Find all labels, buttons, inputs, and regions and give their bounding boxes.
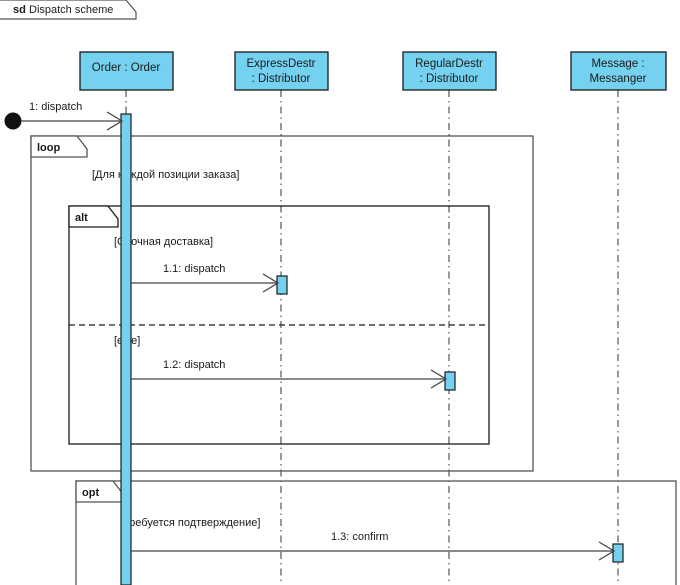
message-1-3-label: 1.3: confirm (331, 531, 388, 543)
arrowhead-icon (430, 369, 448, 389)
fragment-loop[interactable]: loop [Для каждой позиции заказа] (30, 135, 534, 472)
message-1-3-confirm[interactable]: 1.3: confirm (131, 531, 616, 561)
fragment-alt-guard-1: [Срочная доставка] (114, 236, 213, 248)
arrowhead-icon (106, 111, 124, 131)
fragment-loop-operator: loop (37, 142, 60, 154)
lifeline-header-message[interactable]: Message : Messanger (570, 51, 667, 91)
arrowhead-icon (262, 273, 280, 293)
message-1-2-dispatch[interactable]: 1.2: dispatch (131, 359, 448, 389)
activation-bar-order (120, 113, 132, 585)
fragment-alt[interactable]: alt [Срочная доставка] [else] (68, 205, 490, 445)
fragment-loop-guard: [Для каждой позиции заказа] (92, 169, 239, 181)
message-1-dispatch[interactable]: 1: dispatch (21, 101, 124, 131)
fragment-opt-guard: [Требуется подтверждение] (120, 517, 260, 529)
lifeline-label-express-line2: : Distributor (252, 73, 311, 85)
fragment-opt-operator: opt (82, 487, 99, 499)
arrowhead-icon (598, 541, 616, 561)
frame-kind-label: sd (13, 4, 26, 16)
frame-title: Dispatch scheme (29, 4, 113, 16)
lifeline-header-order[interactable]: Order : Order (79, 51, 174, 91)
lifeline-label-regular-line1: RegularDestr (415, 58, 483, 70)
lifeline-label-express-line1: ExpressDestr (246, 58, 315, 70)
lifeline-label-message-line2: Messanger (590, 73, 647, 85)
lifeline-header-express[interactable]: ExpressDestr : Distributor (234, 51, 329, 91)
message-1-1-label: 1.1: dispatch (163, 263, 225, 275)
diagram-frame-header: sd Dispatch scheme (0, 0, 137, 20)
lifeline-lines (125, 90, 619, 585)
lifeline-header-regular[interactable]: RegularDestr : Distributor (402, 51, 497, 91)
activation-bar-express (276, 275, 288, 295)
message-1-2-label: 1.2: dispatch (163, 359, 225, 371)
fragment-opt[interactable]: opt [Требуется подтверждение] (75, 480, 677, 585)
activation-bar-regular (444, 371, 456, 391)
start-node-icon (4, 112, 22, 130)
lifeline-label-message-line1: Message : (591, 58, 644, 70)
fragment-alt-operator: alt (75, 212, 88, 224)
message-1-1-dispatch[interactable]: 1.1: dispatch (131, 263, 280, 293)
activation-bar-message (612, 543, 624, 563)
lifeline-label-regular-line2: : Distributor (420, 73, 479, 85)
message-1-label: 1: dispatch (29, 101, 82, 113)
lifeline-label-order: Order : Order (92, 62, 161, 74)
